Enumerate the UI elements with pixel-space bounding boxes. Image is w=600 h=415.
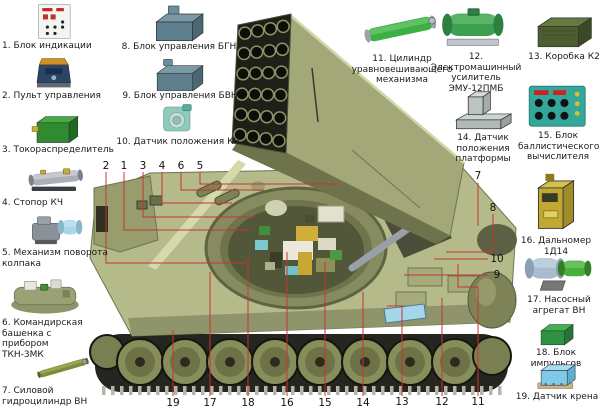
- part-label-9: 9. Блок управления БВН: [122, 91, 238, 101]
- callout-6: 6: [177, 160, 185, 172]
- callout-3: 3: [139, 160, 147, 172]
- part-item-14: 14. Датчик положения платформы: [446, 86, 520, 165]
- part-item-18: 18. Блок импульсов: [512, 316, 600, 369]
- part-item-2: 2. Пульт управления: [2, 55, 108, 102]
- part-item-10: 10. Датчик положения КЧ: [116, 101, 240, 148]
- part-item-3: 3. Токораспределитель: [2, 108, 114, 156]
- part-label-10: 10. Датчик положения КЧ: [116, 137, 240, 147]
- callout-9: 9: [493, 269, 501, 281]
- part-thumb-9: [122, 53, 238, 91]
- launcher: [231, 13, 465, 272]
- tracks: [89, 334, 512, 395]
- part-label-12: 12. Электромашинный усилитель ЭМУ-12ПМБ: [430, 52, 522, 94]
- part-thumb-12: [426, 4, 526, 52]
- part-thumb-13: [528, 4, 600, 52]
- part-thumb-6: [2, 274, 88, 318]
- leader-lines: [105, 172, 494, 396]
- part-thumb-8: [120, 2, 238, 42]
- callout-14: 14: [356, 397, 370, 409]
- part-label-11: 11. Цилиндр уравновешивающего механизма: [351, 54, 453, 85]
- part-thumb-4: [2, 160, 112, 198]
- part-label-15: 15. Блок баллистического вычислителя: [518, 131, 600, 162]
- callout-1: 1: [120, 160, 128, 172]
- callout-18: 18: [241, 397, 255, 409]
- part-label-8: 8. Блок управления БГН: [121, 42, 237, 52]
- part-item-12: 12. Электромашинный усилитель ЭМУ-12ПМБ: [426, 4, 526, 94]
- part-label-7: 7. Силовой гидроцилиндр ВН: [2, 386, 88, 407]
- part-label-19: 19. Датчик крена: [515, 392, 599, 402]
- part-thumb-11: [342, 4, 462, 54]
- part-label-14: 14. Датчик положения платформы: [455, 133, 511, 164]
- part-label-5: 5. Механизм поворота колпака: [2, 248, 108, 269]
- part-label-18: 18. Блок импульсов: [530, 348, 582, 369]
- part-label-2: 2. Пульт управления: [2, 91, 101, 101]
- part-item-9: 9. Блок управления БВН: [122, 53, 238, 102]
- callout-5: 5: [196, 160, 204, 172]
- part-item-5: 5. Механизм поворота колпака: [2, 209, 112, 269]
- callout-12: 12: [435, 396, 449, 408]
- part-thumb-7: [2, 352, 124, 386]
- part-thumb-16: [512, 168, 600, 236]
- part-thumb-10: [116, 101, 240, 137]
- callout-10: 10: [490, 253, 504, 265]
- part-item-15: 15. Блок баллистического вычислителя: [518, 83, 600, 163]
- part-label-16: 16. Дальномер 1Д14: [520, 236, 592, 257]
- part-thumb-1: [2, 3, 108, 41]
- callout-15: 15: [318, 397, 332, 409]
- part-item-13: 13. Коробка К2: [528, 4, 600, 63]
- part-item-11: 11. Цилиндр уравновешивающего механизма: [342, 4, 462, 86]
- part-item-7: 7. Силовой гидроцилиндр ВН: [2, 352, 124, 407]
- callout-13: 13: [395, 396, 409, 408]
- part-item-4: 4. Стопор КЧ: [2, 160, 112, 209]
- part-thumb-19: [514, 358, 600, 392]
- part-thumb-3: [2, 108, 114, 145]
- callout-2: 2: [102, 160, 110, 172]
- part-label-1: 1. Блок индикации: [2, 41, 92, 51]
- part-thumb-17: [520, 245, 598, 295]
- part-label-6: 6. Командирская башенка с прибором ТКН-3…: [2, 318, 83, 360]
- callout-8: 8: [489, 202, 497, 214]
- part-item-19: 19. Датчик крена: [514, 358, 600, 403]
- callout-19: 19: [166, 397, 180, 409]
- callout-16: 16: [280, 397, 294, 409]
- part-item-16: 16. Дальномер 1Д14: [512, 168, 600, 257]
- part-item-8: 8. Блок управления БГН: [120, 2, 238, 53]
- part-item-17: 17. Насосный агрегат ВН: [520, 245, 598, 316]
- part-thumb-14: [446, 86, 520, 133]
- callout-17: 17: [203, 397, 217, 409]
- callout-7: 7: [474, 170, 482, 182]
- turret-ring: [204, 186, 388, 310]
- part-label-13: 13. Коробка К2: [528, 52, 600, 62]
- part-label-4: 4. Стопор КЧ: [2, 198, 64, 208]
- callout-11: 11: [471, 396, 485, 408]
- part-item-6: 6. Командирская башенка с прибором ТКН-3…: [2, 274, 88, 360]
- part-thumb-5: [2, 209, 112, 248]
- part-thumb-15: [518, 83, 598, 131]
- part-label-3: 3. Токораспределитель: [2, 145, 114, 155]
- part-label-17: 17. Насосный агрегат ВН: [527, 295, 591, 316]
- part-thumb-2: [2, 55, 108, 91]
- part-item-1: 1. Блок индикации: [2, 3, 108, 52]
- part-thumb-18: [512, 316, 600, 348]
- callout-4: 4: [158, 160, 166, 172]
